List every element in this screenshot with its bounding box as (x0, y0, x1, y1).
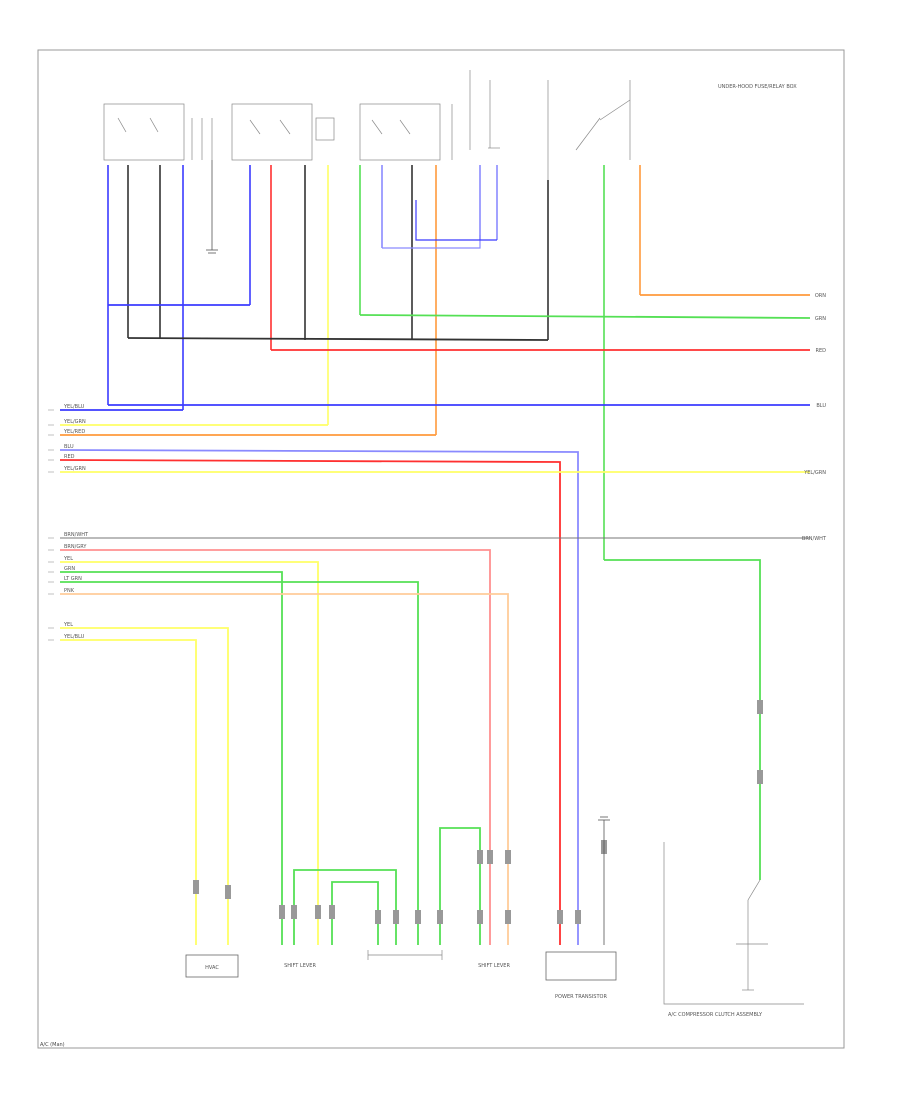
left-label: GRN (64, 566, 75, 572)
left-label: LT GRN (64, 576, 82, 582)
left-label: YEL/GRN (63, 419, 86, 425)
top-wire-stubs (107, 165, 641, 560)
power-transistor-label: POWER TRANSISTOR (555, 994, 607, 1000)
ac-clutch-label: A/C COMPRESSOR CLUTCH ASSEMBLY (668, 1012, 763, 1018)
right-label: YEL/GRN (803, 470, 826, 476)
left-label: BRN/GRY (64, 544, 87, 550)
left-pin-ticks (48, 409, 54, 641)
left-label: YEL/BLU (63, 634, 85, 640)
power-transistor: POWER TRANSISTOR (545, 951, 617, 1000)
relay-block-2 (231, 103, 335, 161)
left-labels: YEL/BLU YEL/GRN YEL/RED BLU RED YEL/GRN … (63, 404, 89, 640)
left-label: YEL (63, 556, 73, 562)
right-label: GRN (815, 316, 826, 322)
heater-control-label: HVAC (205, 965, 219, 971)
diagram-frame (37, 49, 845, 1049)
left-label: BLU (64, 444, 74, 450)
right-label: BLU (816, 403, 826, 409)
left-label: PNK (64, 588, 75, 594)
mode-control-connector (367, 950, 443, 960)
heater-control-unit: HVAC (185, 954, 239, 978)
fuse-box-label: UNDER-HOOD FUSE/RELAY BOX (718, 84, 797, 90)
right-label: ORN (815, 293, 826, 299)
clutch-feed-wire (604, 559, 761, 880)
horizontal-buses (59, 294, 811, 945)
left-label: RED (64, 454, 75, 460)
right-labels: ORN GRN RED BLU YEL/GRN BRN/WHT (802, 293, 827, 542)
recirc-right-label: SHIFT LEVER (478, 963, 510, 969)
right-label: RED (816, 348, 827, 354)
lower-wires (60, 549, 509, 945)
left-label: YEL/GRN (63, 466, 86, 472)
relay-block-3 (359, 103, 453, 161)
left-label: BRN/WHT (64, 532, 89, 538)
ground-transistor (598, 816, 610, 945)
connector-pins (193, 700, 763, 924)
left-label: YEL (63, 622, 73, 628)
recirc-left-label: SHIFT LEVER (284, 963, 316, 969)
fuse-block (469, 70, 631, 180)
ac-clutch-assembly (663, 842, 804, 1005)
right-label: BRN/WHT (802, 536, 827, 542)
left-label: YEL/RED (63, 429, 85, 435)
ground-symbol (206, 160, 218, 254)
footer-code: A/C (Man) (40, 1042, 65, 1048)
relay-block-1 (103, 103, 213, 161)
left-label: YEL/BLU (63, 404, 85, 410)
interconnect-loops (382, 200, 497, 249)
